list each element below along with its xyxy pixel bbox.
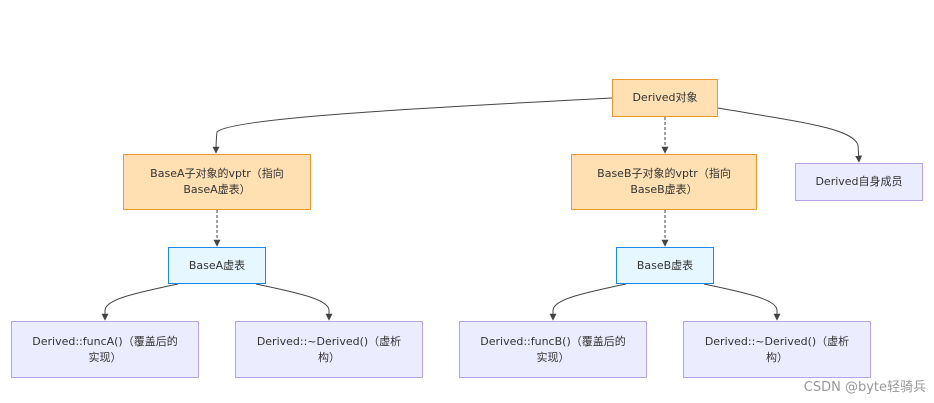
node-destructorB: Derived::~Derived()（虚析 构） [683, 321, 871, 378]
edge-basea-vtable-to-funcA [101, 283, 179, 321]
node-baseb-vptr: BaseB子对象的vptr（指向 BaseB虚表） [571, 154, 757, 210]
node-derived-members: Derived自身成员 [795, 163, 923, 201]
node-funcB-label-line2: 实现） [536, 350, 570, 364]
node-destructorB-label-line1: Derived::~Derived()（虚析 [704, 334, 850, 348]
node-basea-vptr-label-line1: BaseA子对象的vptr（指向 [150, 167, 284, 180]
node-baseb-vptr-label-line2: BaseB虚表） [630, 183, 698, 196]
node-funcA: Derived::funcA()（覆盖后的 实现） [11, 321, 199, 378]
node-destructorA: Derived::~Derived()（虚析 构） [235, 321, 423, 378]
edge-derived-to-basea-vptr [212, 97, 613, 154]
node-basea-vtable: BaseA虚表 [168, 247, 266, 284]
node-baseb-vptr-label-line1: BaseB子对象的vptr（指向 [597, 167, 731, 180]
node-destructorB-label-line2: 构） [766, 350, 788, 364]
node-derived-object-label: Derived对象 [632, 91, 698, 104]
node-destructorA-label-line1: Derived::~Derived()（虚析 [256, 334, 402, 348]
node-derived-members-label: Derived自身成员 [815, 175, 903, 188]
edge-baseb-vtable-to-destB [703, 283, 781, 321]
edge-basea-vtable-to-destA [255, 283, 333, 321]
node-baseb-vtable-label: BaseB虚表 [636, 258, 694, 272]
edge-baseb-vtable-to-funcB [549, 283, 627, 321]
edge-derived-to-members [717, 107, 863, 163]
node-funcB: Derived::funcB()（覆盖后的 实现） [459, 321, 647, 378]
node-basea-vptr-label-line2: BaseA虚表） [183, 183, 251, 196]
node-funcB-label-line1: Derived::funcB()（覆盖后的 [480, 334, 626, 348]
node-derived-object: Derived对象 [612, 79, 718, 117]
node-basea-vptr: BaseA子对象的vptr（指向 BaseA虚表） [123, 154, 311, 210]
node-funcA-label-line1: Derived::funcA()（覆盖后的 [32, 334, 178, 348]
watermark: CSDN @byte轻骑兵 [803, 380, 926, 395]
node-destructorA-label-line2: 构） [318, 350, 340, 364]
node-funcA-label-line2: 实现） [88, 350, 122, 364]
node-baseb-vtable: BaseB虚表 [616, 247, 714, 284]
node-basea-vtable-label: BaseA虚表 [188, 258, 246, 272]
